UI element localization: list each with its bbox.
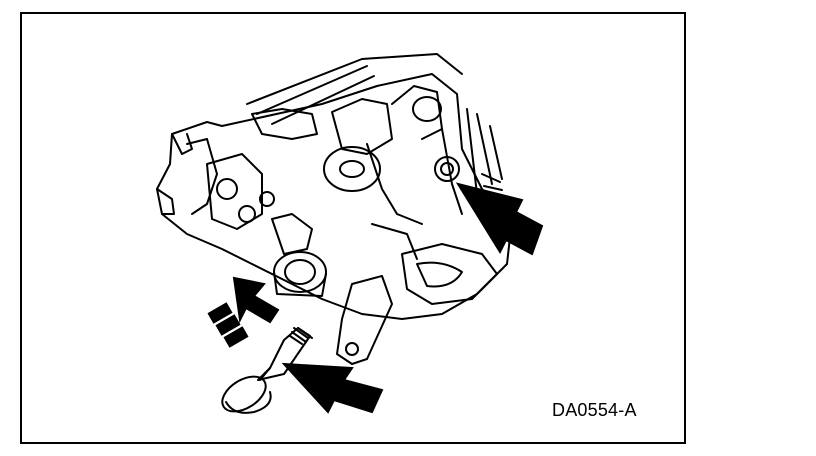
valve-icon: [221, 327, 313, 414]
figure-code-label: DA0554-A: [552, 400, 637, 420]
arrow-icon: [232, 276, 280, 324]
arrow-icon: [281, 362, 384, 414]
arrow-icon: [455, 182, 544, 256]
figure-frame: DA0554-A: [20, 12, 686, 444]
cylinder-head-valve-illustration: [156, 53, 544, 414]
